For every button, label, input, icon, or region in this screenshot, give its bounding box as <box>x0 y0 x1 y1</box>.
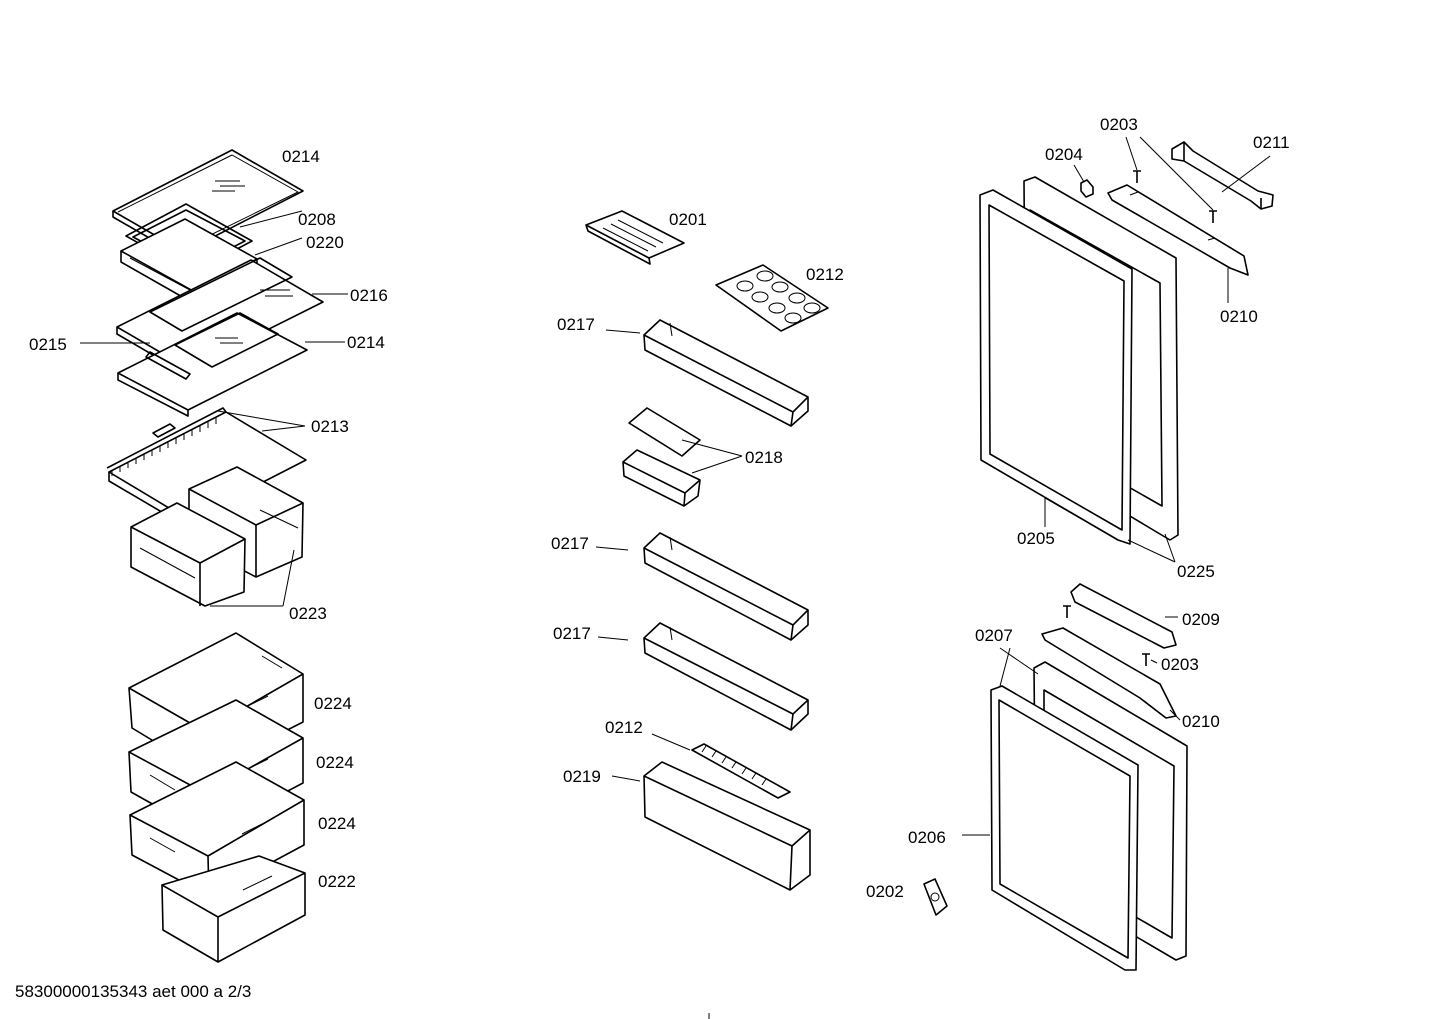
callout-0214-mid: 0214 <box>347 333 385 352</box>
part-handle-0211 <box>1171 141 1274 210</box>
part-screws-0203-low <box>1063 605 1150 666</box>
part-cap-0202 <box>923 878 948 916</box>
part-hinge-cover-0209 <box>1070 583 1177 649</box>
part-screws-0203-top <box>1133 170 1217 223</box>
part-ice-tray-0201 <box>585 210 685 265</box>
callout-0208: 0208 <box>298 210 336 229</box>
callout-0223: 0223 <box>289 604 327 623</box>
part-bottom-drawer-0222 <box>161 855 306 963</box>
part-glass-shelf-0214-mid <box>117 312 308 417</box>
callout-0201: 0201 <box>669 210 707 229</box>
callout-0203-top: 0203 <box>1100 115 1138 134</box>
part-trim-strip-0215 <box>145 351 191 380</box>
callout-0224-b: 0224 <box>316 753 354 772</box>
callout-0206: 0206 <box>908 828 946 847</box>
part-small-box-0218 <box>622 407 701 507</box>
part-door-bin-0217-top <box>643 319 809 427</box>
callout-0224-a: 0224 <box>314 694 352 713</box>
callout-0215: 0215 <box>29 335 67 354</box>
part-door-bin-0217-low <box>643 622 809 731</box>
callout-0214-top: 0214 <box>282 147 320 166</box>
callout-0216: 0216 <box>350 286 388 305</box>
callout-0219: 0219 <box>563 767 601 786</box>
callout-0205: 0205 <box>1017 529 1055 548</box>
callout-0224-c: 0224 <box>318 814 356 833</box>
callout-0222: 0222 <box>318 872 356 891</box>
document-footer: 58300000135343 aet 000 a 2/3 <box>15 982 251 1001</box>
callout-0218: 0218 <box>745 448 783 467</box>
part-clip-0204 <box>1080 179 1094 198</box>
callout-0202: 0202 <box>866 882 904 901</box>
part-bottle-bin-0219 <box>643 761 811 891</box>
callout-0220: 0220 <box>306 233 344 252</box>
callout-0212-top: 0212 <box>806 265 844 284</box>
callout-0225: 0225 <box>1177 562 1215 581</box>
callout-0217-a: 0217 <box>557 315 595 334</box>
callout-0213: 0213 <box>311 417 349 436</box>
callout-0211: 0211 <box>1253 133 1290 152</box>
leader-lines <box>80 136 1271 836</box>
callout-0210-top: 0210 <box>1220 307 1258 326</box>
part-glass-cover-0213 <box>106 407 307 529</box>
callout-0217-c: 0217 <box>553 624 591 643</box>
callout-labels: 0214 0208 0220 0216 0215 0214 0213 0223 … <box>29 115 1290 901</box>
part-gasket-0206 <box>990 685 1139 971</box>
part-bottle-rack-0212 <box>691 743 791 799</box>
part-hinge-0210-low <box>1041 627 1177 719</box>
part-egg-tray-0212 <box>715 264 829 332</box>
callout-0217-b: 0217 <box>551 534 589 553</box>
callout-0209: 0209 <box>1182 610 1220 629</box>
part-hinge-0210-top <box>1107 184 1249 276</box>
callout-0207: 0207 <box>975 626 1013 645</box>
callout-0210-low: 0210 <box>1182 712 1220 731</box>
part-gasket-0205 <box>979 189 1133 545</box>
callout-0212-low: 0212 <box>605 718 643 737</box>
callout-0203-low: 0203 <box>1161 655 1199 674</box>
callout-0204: 0204 <box>1045 145 1083 164</box>
part-freezer-drawers-0224 <box>128 632 305 897</box>
part-door-bin-0217-mid <box>643 532 809 641</box>
part-crisper-drawers-0223 <box>130 466 304 607</box>
